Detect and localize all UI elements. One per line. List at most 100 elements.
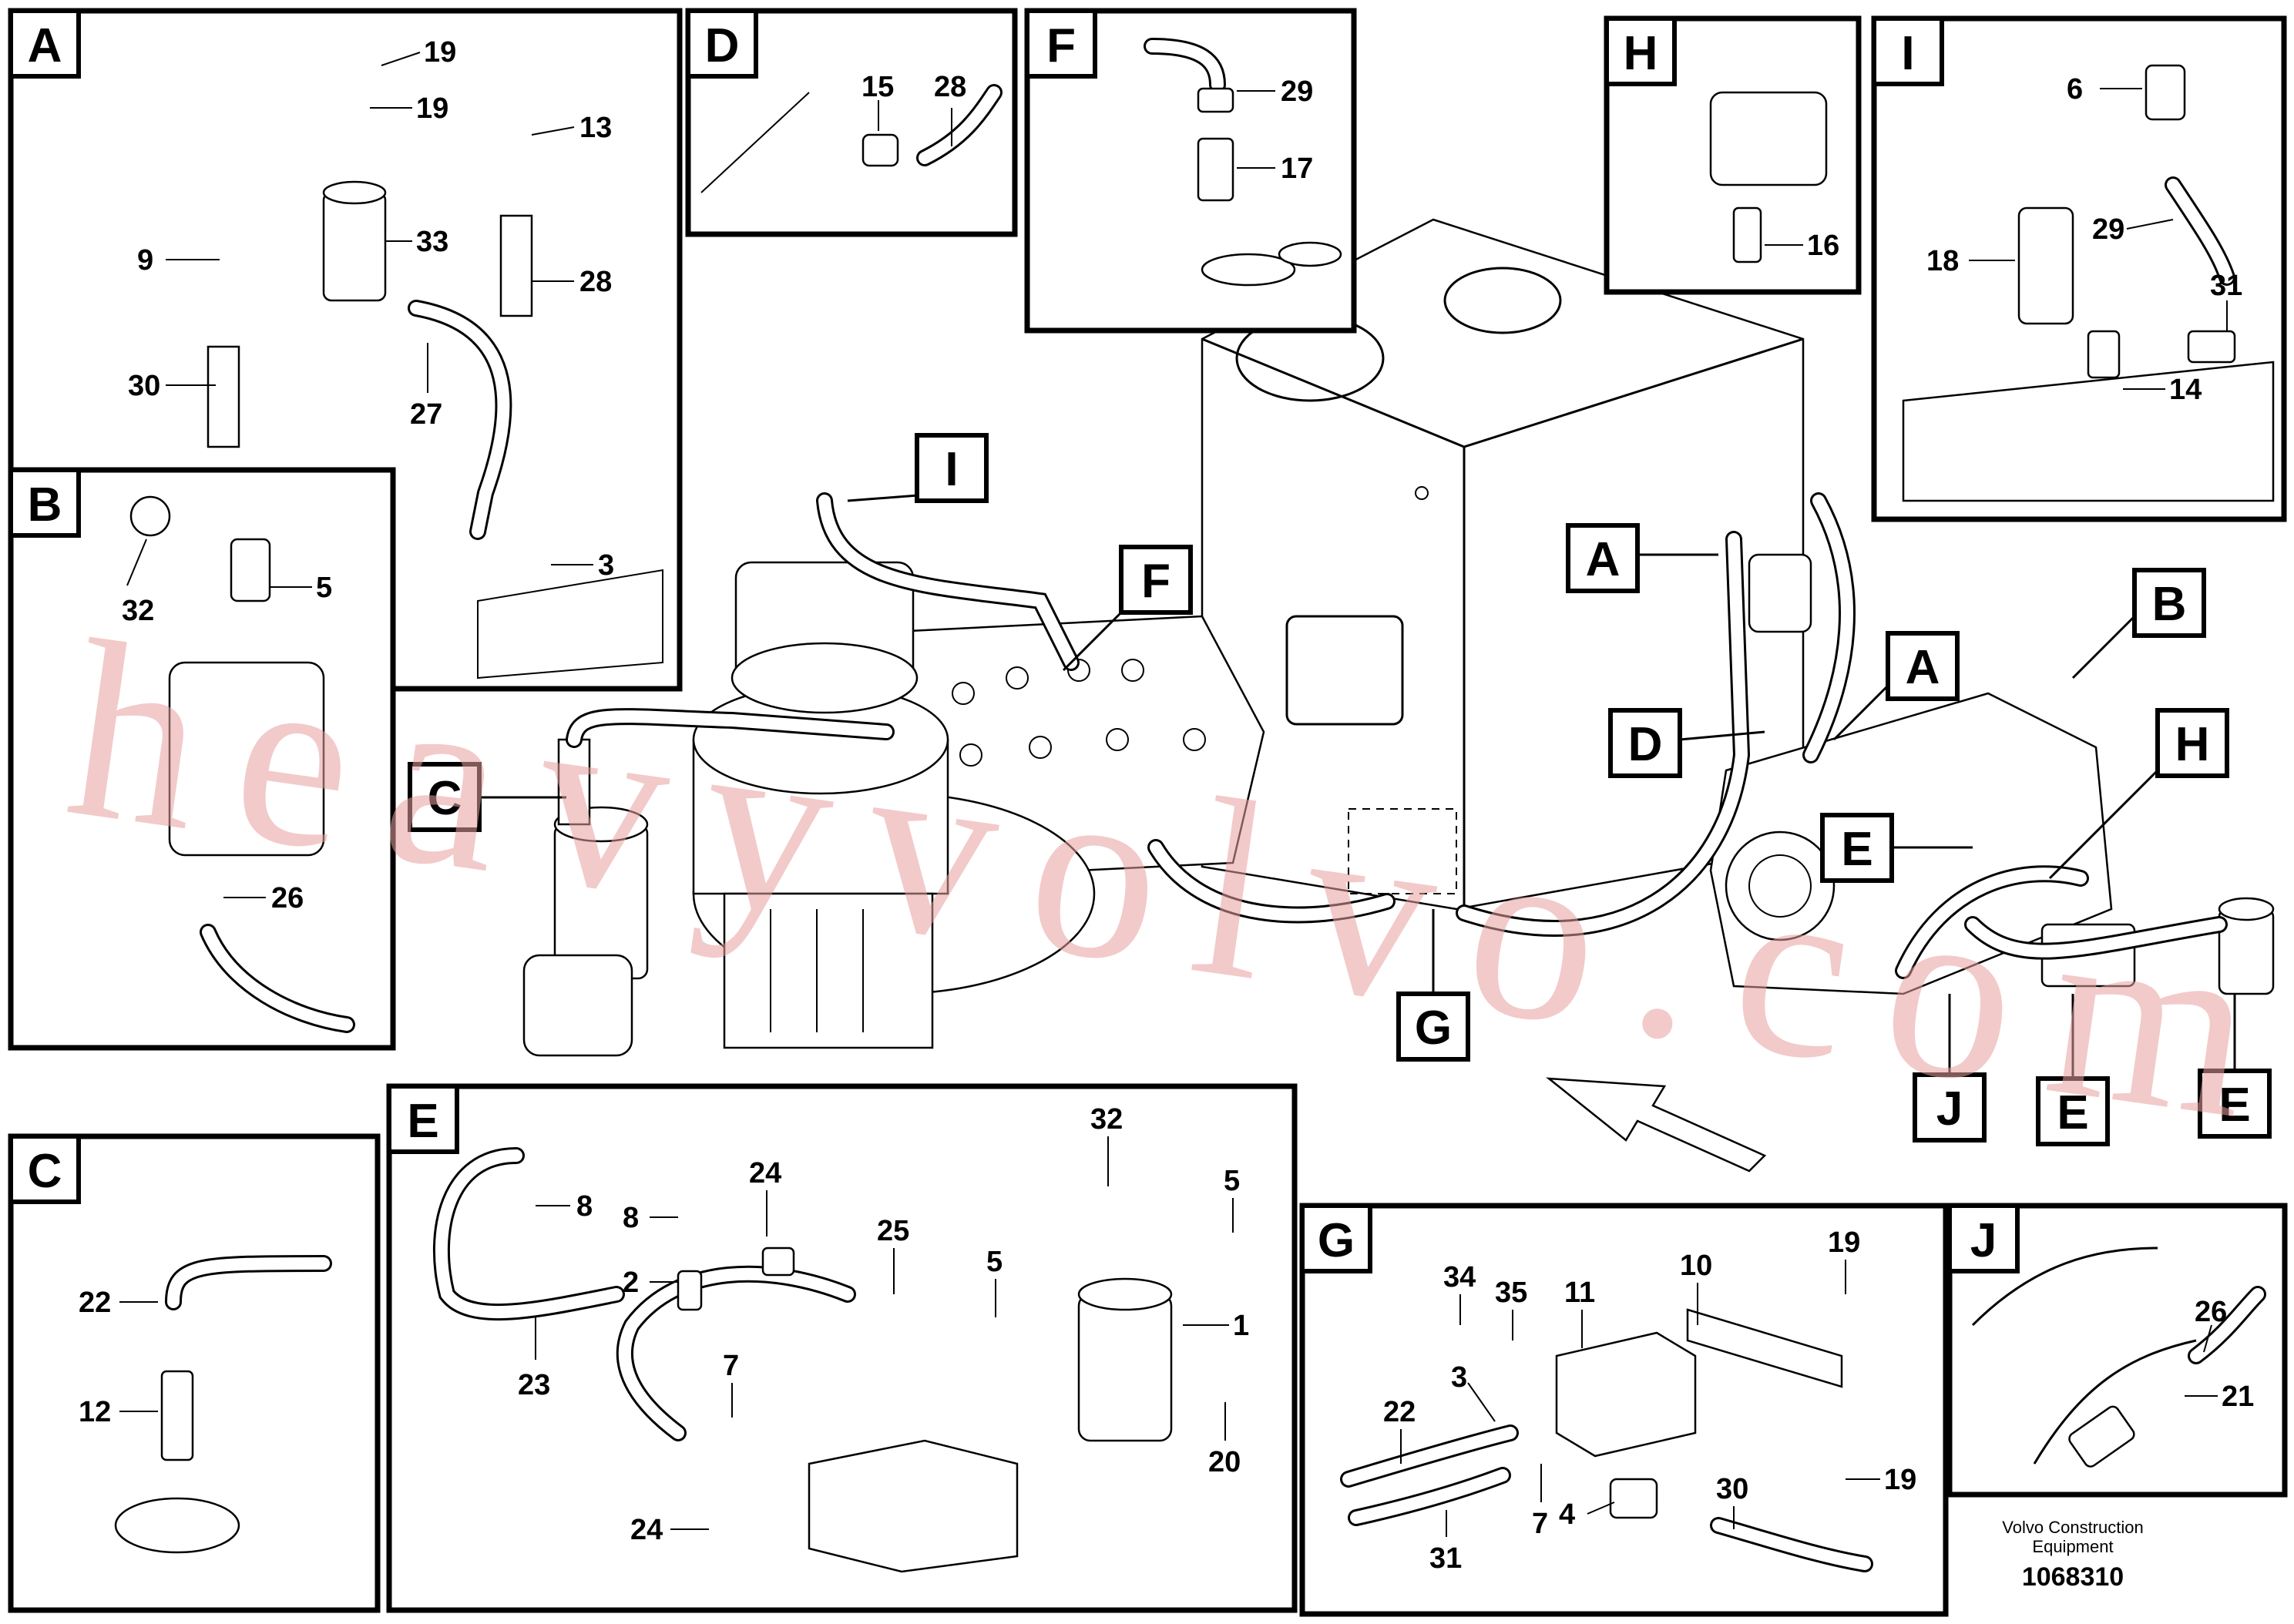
label-d-28: 28 <box>934 71 966 103</box>
label-f-29: 29 <box>1281 75 1313 108</box>
panel-tag-i: I <box>1872 16 1944 86</box>
panel-tag-d: D <box>686 8 758 79</box>
callout-g: G <box>1396 909 1470 1062</box>
callout-e-filter-text: E <box>2218 1079 2250 1132</box>
label-i-29: 29 <box>2092 213 2124 246</box>
label-g-35: 35 <box>1495 1277 1527 1309</box>
callout-d: D <box>1608 708 1765 778</box>
label-j-21: 21 <box>2222 1381 2254 1413</box>
panel-tag-a-text: A <box>28 19 62 72</box>
label-g-7: 7 <box>1532 1508 1548 1540</box>
callout-c-text: C <box>428 772 462 825</box>
label-j-26: 26 <box>2195 1296 2227 1328</box>
panel-tag-d-text: D <box>705 19 740 72</box>
label-a-9: 9 <box>137 244 153 277</box>
panel-b <box>8 467 396 1051</box>
panel-tag-j: J <box>1947 1203 2020 1273</box>
panel-tag-e: E <box>387 1084 459 1154</box>
panel-tag-b: B <box>8 468 81 538</box>
label-e-5-right: 5 <box>1224 1165 1240 1197</box>
label-g-22: 22 <box>1383 1396 1416 1428</box>
panel-tags: A B C D F H I E <box>8 8 2020 1273</box>
callout-c: C <box>408 762 566 832</box>
swivel-joint <box>522 738 649 1057</box>
panel-tag-f-text: F <box>1046 19 1076 72</box>
callout-e-filter: E <box>2198 994 2272 1139</box>
label-e-7: 7 <box>723 1350 739 1382</box>
panel-e <box>386 1083 1298 1613</box>
callout-b-text: B <box>2152 578 2187 631</box>
panel-tag-a: A <box>8 8 81 79</box>
label-g-4: 4 <box>1559 1498 1575 1531</box>
drawing-number: 1068310 <box>2022 1562 2124 1592</box>
label-b-5: 5 <box>316 572 332 604</box>
callout-e-pump-text: E <box>1841 823 1872 876</box>
panel-tag-h: H <box>1604 16 1677 86</box>
footer: Volvo Construction Equipment 1068310 <box>2002 1518 2143 1592</box>
label-d-15: 15 <box>862 71 894 103</box>
callout-f-text: F <box>1141 555 1171 608</box>
callout-b: B <box>2071 568 2206 679</box>
panel-tag-h-text: H <box>1624 27 1658 80</box>
label-f-17: 17 <box>1281 153 1313 185</box>
callout-a-lower: A <box>1832 631 1960 741</box>
label-e-1: 1 <box>1233 1310 1249 1342</box>
label-g-30: 30 <box>1716 1473 1748 1505</box>
label-e-24-top: 24 <box>749 1157 781 1189</box>
label-b-32: 32 <box>122 595 154 627</box>
label-a-19-mid: 19 <box>416 92 448 125</box>
callout-h-text: H <box>2175 718 2210 771</box>
label-c-22: 22 <box>79 1287 111 1319</box>
label-a-28: 28 <box>579 266 612 298</box>
label-a-19-top: 19 <box>424 36 456 69</box>
label-i-14: 14 <box>2169 374 2202 406</box>
label-g-11: 11 <box>1564 1277 1595 1309</box>
label-a-3: 3 <box>598 549 614 582</box>
label-a-33: 33 <box>416 226 448 258</box>
label-e-20: 20 <box>1208 1446 1241 1478</box>
label-a-13: 13 <box>579 112 612 144</box>
label-a-30: 30 <box>128 370 160 402</box>
callout-h: H <box>2048 708 2229 880</box>
label-e-32: 32 <box>1090 1103 1123 1136</box>
company-name-line2: Equipment <box>2032 1537 2113 1556</box>
panel-tag-e-text: E <box>407 1095 438 1148</box>
panel-tag-c-text: C <box>28 1145 62 1198</box>
callout-j-text: J <box>1936 1082 1963 1136</box>
callout-a-lower-text: A <box>1906 641 1940 694</box>
callout-e-pump: E <box>1820 813 1973 883</box>
hoses <box>566 492 2228 979</box>
label-i-18: 18 <box>1926 245 1959 277</box>
label-e-8-right: 8 <box>576 1190 593 1223</box>
callout-e-block-text: E <box>2057 1086 2088 1139</box>
return-filter <box>1748 553 1812 633</box>
panel-tag-i-text: I <box>1901 27 1914 80</box>
label-i-6: 6 <box>2067 73 2083 106</box>
panel-i <box>1871 15 2287 522</box>
label-g-19-bottom: 19 <box>1884 1464 1916 1496</box>
label-c-12: 12 <box>79 1396 111 1428</box>
callout-d-text: D <box>1628 718 1663 771</box>
callout-f: F <box>1062 545 1193 672</box>
label-g-34: 34 <box>1443 1261 1476 1293</box>
label-g-31: 31 <box>1429 1542 1462 1575</box>
panel-f <box>1024 8 1357 334</box>
label-e-5-mid: 5 <box>986 1246 1003 1278</box>
swing-motor <box>692 561 1096 1049</box>
panel-tag-j-text: J <box>1970 1214 1997 1267</box>
label-e-24-bottom: 24 <box>630 1514 663 1546</box>
label-e-25: 25 <box>877 1215 909 1247</box>
label-e-23: 23 <box>518 1369 550 1401</box>
callout-a-upper-text: A <box>1586 533 1621 586</box>
panel-tag-f: F <box>1025 8 1097 79</box>
company-name-line1: Volvo Construction <box>2002 1518 2143 1537</box>
label-e-2: 2 <box>623 1267 639 1299</box>
callout-g-text: G <box>1415 1002 1452 1055</box>
callout-i: I <box>847 433 989 503</box>
label-b-26: 26 <box>271 882 304 914</box>
main-assembly <box>522 218 2275 1173</box>
panel-tag-g: G <box>1300 1203 1372 1273</box>
label-g-19-top: 19 <box>1828 1226 1860 1259</box>
label-e-8-left: 8 <box>623 1202 639 1234</box>
panel-tag-g-text: G <box>1318 1214 1355 1267</box>
